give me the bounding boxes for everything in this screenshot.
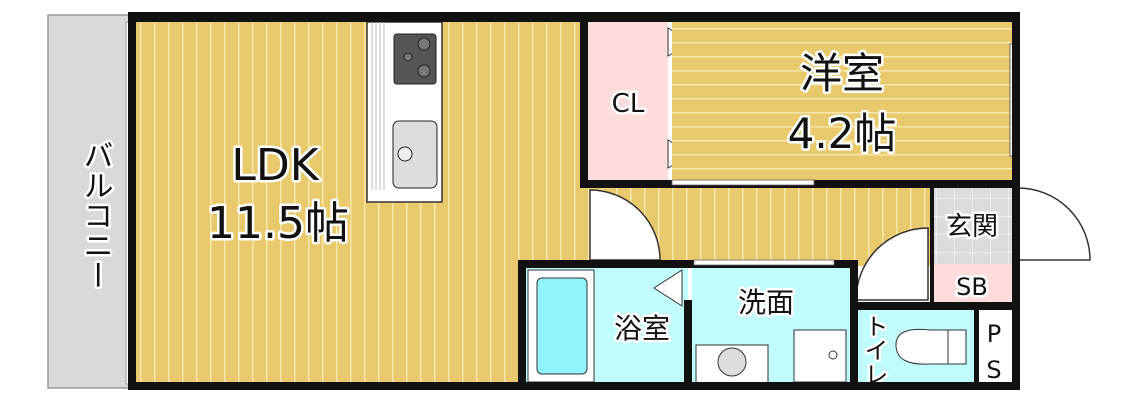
washroom: 洗面: [692, 268, 850, 385]
western-size: 4.2帖: [788, 109, 897, 158]
entrance: 玄関 SB: [934, 186, 1091, 304]
ldk-name: LDK: [231, 140, 319, 191]
entry-door[interactable]: [1017, 187, 1091, 261]
bath-label: 浴室: [614, 312, 670, 345]
walls: [128, 12, 1020, 390]
closet-label: CL: [612, 89, 645, 119]
ps-label-s: S: [986, 356, 1001, 384]
toilet-label: トイレ: [860, 314, 888, 386]
toilet-icon: [895, 328, 951, 365]
bathtub-icon: [536, 277, 588, 375]
western-name: 洋室: [800, 49, 884, 98]
balcony: バルコニー: [47, 14, 133, 389]
ldk-size: 11.5帖: [207, 198, 349, 249]
closet: CL: [588, 22, 693, 182]
washbasin-icon: [717, 347, 747, 377]
entrance-label: 玄関: [946, 212, 998, 242]
sink-icon: [392, 120, 438, 189]
pipe-space: P S: [978, 310, 1010, 387]
toilet: トイレ: [856, 310, 974, 389]
ldk-room: LDK 11.5帖: [134, 21, 932, 382]
shoe-box-label: SB: [956, 273, 988, 301]
washing-machine-icon: [793, 329, 847, 383]
balcony-label: バルコニー: [78, 140, 113, 290]
kitchen-counter: [366, 21, 443, 203]
hall-door[interactable]: [589, 189, 661, 261]
bathroom: 浴室: [526, 268, 688, 384]
western-room: 洋室 4.2帖: [672, 22, 1019, 182]
washroom-label: 洗面: [738, 286, 794, 319]
ps-label-p: P: [987, 320, 1001, 348]
